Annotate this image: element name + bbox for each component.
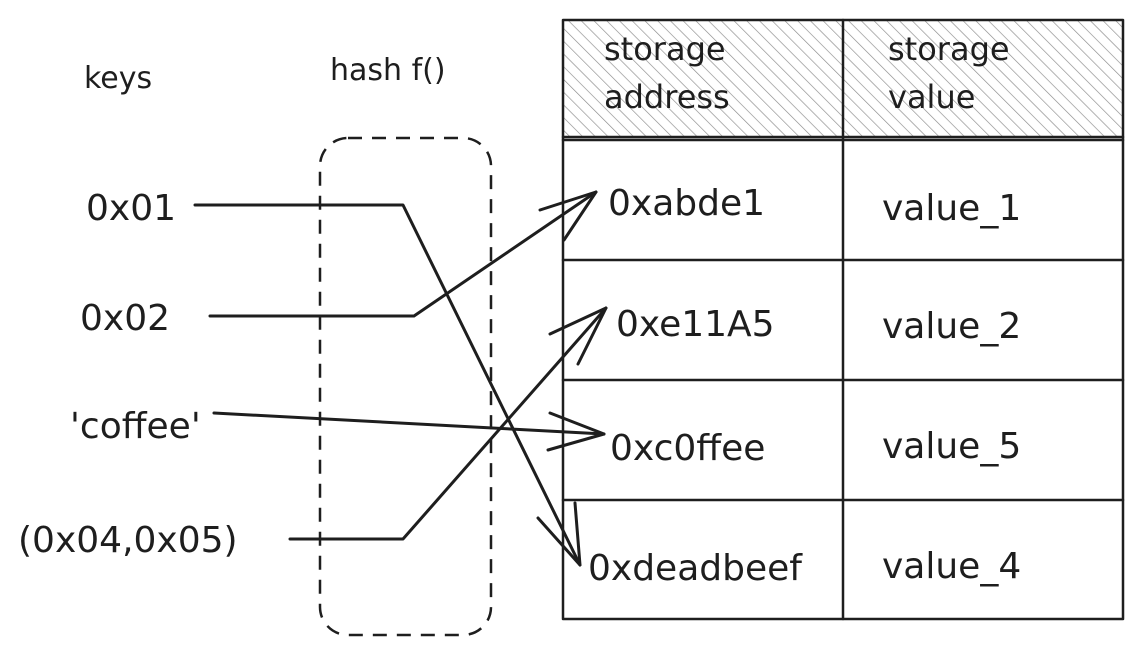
- value-cell: value_2: [882, 306, 1021, 347]
- arrowhead: [548, 306, 608, 366]
- address-cell: 0xc0ffee: [610, 428, 765, 469]
- value-cell: value_4: [882, 546, 1021, 587]
- key-label: 'coffee': [70, 406, 201, 447]
- header-address-label: storage address: [604, 30, 736, 116]
- mapping-arrow: [208, 190, 598, 318]
- storage-table-grid: [561, 18, 1125, 621]
- arrowhead: [536, 501, 582, 567]
- arrowhead: [546, 411, 606, 452]
- hash-function-heading: hash f(): [330, 53, 446, 88]
- hash-function-box: [318, 136, 493, 637]
- header-value-label: storage value: [888, 30, 1020, 116]
- value-cell: value_5: [882, 426, 1021, 467]
- header-line: address: [604, 78, 730, 116]
- mapping-arrow: [212, 411, 606, 436]
- address-cell: 0xabde1: [608, 183, 765, 224]
- key-label: 0x01: [86, 188, 176, 229]
- header-line: value: [888, 78, 975, 116]
- key-label: (0x04,0x05): [18, 520, 238, 561]
- value-cell: value_1: [882, 188, 1021, 229]
- keys-heading: keys: [84, 61, 152, 96]
- header-line: storage: [888, 30, 1010, 68]
- key-label: 0x02: [80, 298, 170, 339]
- mapping-arrow: [193, 203, 582, 567]
- address-cell: 0xdeadbeef: [588, 548, 803, 589]
- mapping-arrows: [193, 190, 608, 567]
- header-line: storage: [604, 30, 726, 68]
- mapping-arrow: [288, 306, 608, 541]
- arrowhead: [538, 190, 598, 242]
- address-cell: 0xe11A5: [616, 304, 775, 345]
